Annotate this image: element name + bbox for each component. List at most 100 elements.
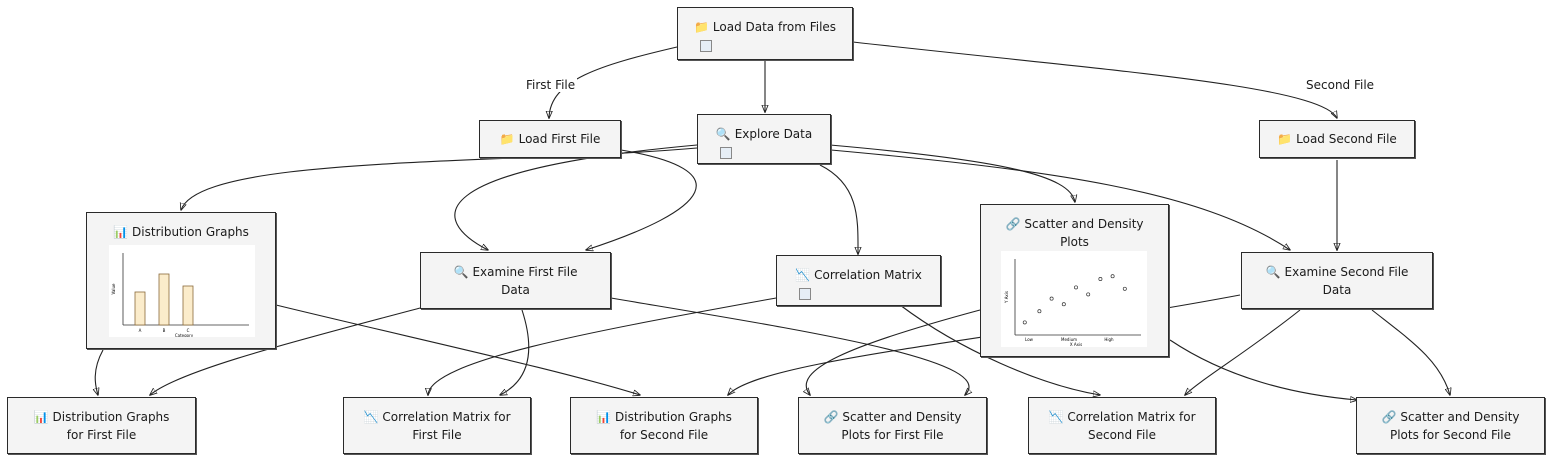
node-label-line2: Plots for Second File — [1389, 428, 1512, 442]
scatter-point — [1061, 302, 1066, 307]
node-label: Distribution Graphs — [132, 225, 249, 239]
node-label-line1: Correlation Matrix for — [1067, 410, 1196, 424]
bar-mark — [182, 285, 194, 326]
trend-down-icon: 📉 — [1048, 410, 1064, 424]
y-axis-label: Y Axis — [1004, 291, 1009, 304]
node-load-data-from-files[interactable]: 📁Load Data from Files — [677, 7, 853, 60]
x-tick-label: Medium — [1061, 337, 1077, 342]
node-label: Load Data from Files — [712, 20, 837, 34]
node-distribution-graphs-second-file[interactable]: 📊Distribution Graphs for Second File — [570, 397, 758, 454]
x-tick-label: B — [163, 328, 166, 333]
edge-label-first-file: First File — [524, 78, 578, 92]
node-label-line2: Second File — [1087, 428, 1157, 442]
edge-loaddata-loadfirst — [549, 46, 678, 118]
y-axis-label: Value — [111, 283, 116, 295]
x-tick-label: A — [139, 328, 142, 333]
x-axis-label: Category — [175, 333, 194, 337]
node-scatter-and-density-plots[interactable]: 🔗Scatter and Density Plots Low Medium High… — [980, 204, 1169, 357]
broken-image-icon — [720, 146, 732, 159]
edge-explore-examinesecond — [830, 149, 1290, 250]
broken-image-icon — [700, 39, 712, 52]
magnifier-icon: 🔍 — [453, 265, 469, 279]
node-label-line1: Correlation Matrix for — [382, 410, 511, 424]
x-tick-label: High — [1104, 337, 1114, 342]
folder-icon: 📁 — [1277, 132, 1293, 146]
node-label-line2: for First File — [66, 428, 137, 442]
edge-dist-distsecond — [275, 304, 640, 395]
x-axis-label: X Axis — [1070, 342, 1082, 347]
scatter-point — [1098, 277, 1103, 281]
edge-examinesecond-corrsecond — [1185, 309, 1301, 395]
node-label-line2: Plots for First File — [841, 428, 944, 442]
magnifier-icon: 🔍 — [1265, 265, 1281, 279]
edge-explore-examinefirst — [454, 144, 698, 250]
edge-scatter-scattersecond — [1169, 339, 1357, 400]
edge-corr-corrfirst — [428, 297, 777, 395]
folder-icon: 📁 — [499, 132, 515, 146]
node-correlation-matrix[interactable]: 📉Correlation Matrix — [776, 255, 941, 306]
node-label-line2: for Second File — [619, 428, 709, 442]
node-label: Explore Data — [734, 127, 813, 141]
node-scatter-density-first-file[interactable]: 🔗Scatter and Density Plots for First Fil… — [798, 397, 987, 454]
node-correlation-matrix-first-file[interactable]: 📉Correlation Matrix for First File — [343, 397, 531, 454]
node-load-second-file[interactable]: 📁Load Second File — [1259, 120, 1415, 158]
bar-chart-icon: 📊 — [596, 410, 612, 424]
scatter-point — [1086, 292, 1091, 297]
edge-explore-scatter — [829, 144, 1075, 202]
x-tick-label: C — [187, 328, 190, 333]
node-label-line1: Scatter and Density — [1024, 217, 1144, 231]
node-scatter-density-second-file[interactable]: 🔗Scatter and Density Plots for Second Fi… — [1356, 397, 1545, 454]
trend-down-icon: 📉 — [363, 410, 379, 424]
scatter-point — [1074, 285, 1078, 290]
scatter-point — [1110, 274, 1115, 279]
bar-chart-icon: 📊 — [33, 410, 49, 424]
node-label-line1: Distribution Graphs — [615, 410, 732, 424]
scatter-point — [1049, 296, 1054, 301]
edge-examinesecond-scattersecond — [1371, 309, 1450, 395]
node-label-line2: First File — [412, 428, 462, 442]
link-icon: 🔗 — [1381, 410, 1397, 424]
node-label: Load First File — [518, 132, 601, 146]
edge-examinefirst-corrfirst — [500, 309, 530, 395]
node-correlation-matrix-second-file[interactable]: 📉Correlation Matrix for Second File — [1028, 397, 1216, 454]
edge-corr-corrsecond — [899, 304, 1100, 395]
link-icon: 🔗 — [1005, 217, 1021, 231]
node-distribution-graphs-first-file[interactable]: 📊Distribution Graphs for First File — [7, 397, 196, 454]
bar-chart-icon: 📊 — [113, 225, 129, 239]
scatter-point — [1122, 286, 1127, 291]
scatter-point — [1037, 309, 1042, 314]
node-label-line1: Distribution Graphs — [52, 410, 170, 424]
node-label: Load Second File — [1296, 132, 1397, 146]
node-load-first-file[interactable]: 📁Load First File — [479, 120, 621, 158]
edge-scatter-scatterfirst — [806, 309, 981, 395]
node-label-line1: Scatter and Density — [842, 410, 962, 424]
edge-loaddata-loadsecond — [852, 41, 1337, 118]
bar-mark — [158, 273, 170, 326]
scatter-plot-svg: Low Medium High X Axis Y Axis — [1004, 259, 1141, 347]
scatter-plot-thumbnail: Low Medium High X Axis Y Axis — [1001, 251, 1147, 347]
folder-icon: 📁 — [693, 20, 709, 34]
node-label-line1: Scatter and Density — [1400, 410, 1520, 424]
node-label: Correlation Matrix — [814, 268, 922, 282]
edge-dist-distfirst — [95, 349, 104, 395]
edge-examinefirst-distfirst — [150, 307, 421, 395]
node-label-line2: Plots — [1060, 235, 1089, 249]
node-examine-first-file-data[interactable]: 🔍Examine First File Data — [420, 252, 611, 309]
node-label-line2: Data — [1322, 283, 1352, 297]
trend-down-icon: 📉 — [795, 268, 811, 282]
broken-image-icon — [799, 287, 811, 300]
edge-label-second-file: Second File — [1304, 78, 1377, 92]
node-explore-data[interactable]: 🔍Explore Data — [697, 114, 831, 164]
node-examine-second-file-data[interactable]: 🔍Examine Second File Data — [1241, 252, 1433, 309]
node-label-line2: Data — [501, 283, 530, 297]
magnifier-icon: 🔍 — [715, 127, 731, 141]
link-icon: 🔗 — [823, 410, 839, 424]
node-label-line1: Examine Second File — [1284, 265, 1409, 279]
edge-examinefirst-scatterfirst — [610, 297, 969, 395]
x-tick-label: Low — [1025, 337, 1034, 342]
edge-loadfirst-examinefirst — [586, 149, 697, 250]
